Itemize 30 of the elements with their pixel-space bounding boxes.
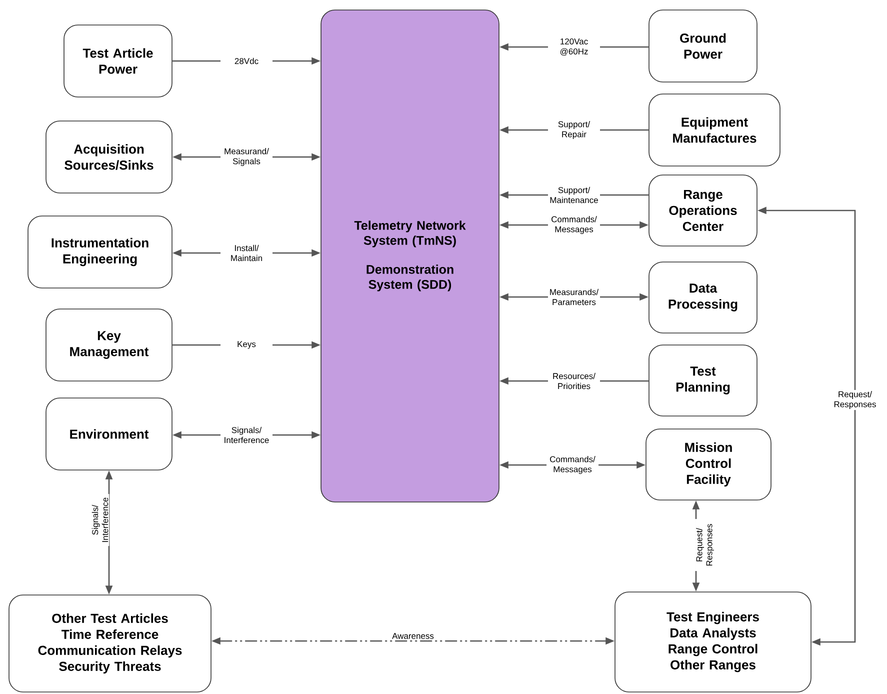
edge-label: Resources/ Priorities [548,372,600,390]
entity-box: Instrumentation Engineering [28,216,172,288]
edge-label: Request/ Responses [829,390,881,410]
entity-box: Environment [46,398,172,470]
entity-box: Data Processing [648,262,758,334]
edge-label: Signals/ Interference [90,494,110,546]
edge-label: Measurands/ Parameters [548,288,600,306]
edge-label: Install/ Maintain [220,244,272,262]
entity-box: Other Test Articles Time Reference Communication Relays Security Threats [8,594,212,692]
edge-label: Signals/ Interference [220,426,272,444]
entity-box: Test Engineers Data Analysts Range Control Other Ranges [614,592,812,692]
edge-label: Request/ Responses [695,519,715,571]
entity-box: Key Management [46,308,172,382]
edge-label: Awareness [387,632,439,640]
edge-label: Keys [220,340,272,350]
entity-box: Equipment Manufactures [648,94,780,166]
entity-box: Test Article Power [64,24,172,98]
system-block: Telemetry Network System (TmNS) Demonstration System (SDD) [320,10,500,502]
entity-box: Ground Power [648,10,758,82]
edge-label: 120Vac @60Hz [548,37,600,57]
entity-box: Mission Control Facility [646,428,772,500]
edge-label: 28Vdc [220,56,272,66]
edge-label: Support/ Maintenance [548,186,600,204]
edge-label: Commands/ Messages [548,215,600,235]
edge-label: Commands/ Messages [546,455,598,475]
edge-label: Measurand/ Signals [220,147,272,167]
entity-box: Acquisition Sources/Sinks [46,120,172,194]
edge-label: Support/ Repair [548,120,600,140]
entity-box: Test Planning [648,344,758,416]
entity-box: Range Operations Center [648,174,758,246]
